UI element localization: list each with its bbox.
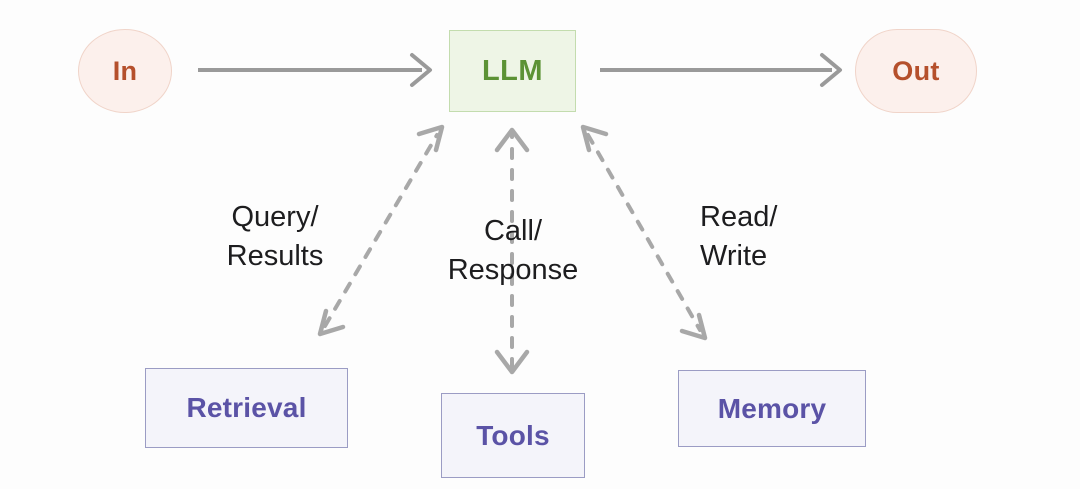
edge-in-to-llm [198,53,432,87]
edge-label-read-write: Read/ Write [700,201,778,273]
edge-label-query-results: Query/ Results [226,201,324,273]
edge-label-call-response: Call/ Response [447,215,579,287]
node-in-label: In [112,55,138,86]
node-retrieval[interactable]: Retrieval [145,368,348,448]
edge-llm-to-out [600,53,842,87]
node-llm-label: LLM [481,54,544,87]
node-in[interactable]: In [78,29,172,113]
edge-llm-to-tools [494,127,530,375]
node-tools[interactable]: Tools [441,393,585,478]
edge-llm-to-memory [580,124,708,341]
node-out-label: Out [892,55,940,86]
node-memory-label: Memory [717,392,827,424]
node-memory[interactable]: Memory [678,370,866,447]
node-tools-label: Tools [476,419,550,451]
node-retrieval-label: Retrieval [186,392,307,423]
node-llm[interactable]: LLM [449,30,576,112]
node-out[interactable]: Out [855,29,977,113]
edge-llm-to-retrieval [317,124,445,337]
